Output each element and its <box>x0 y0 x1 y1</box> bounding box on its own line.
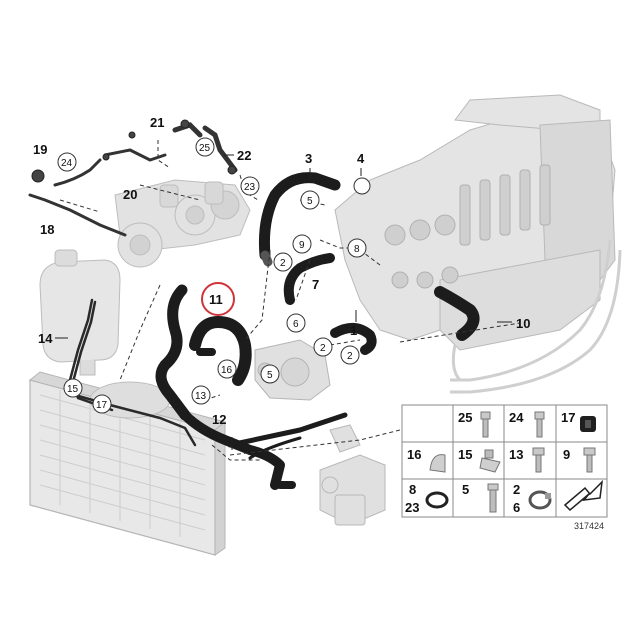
cable-harness <box>450 239 622 394</box>
callout-5a: 5 <box>300 190 320 210</box>
coolant-pipe-lower <box>227 412 348 448</box>
expansion-tank <box>39 249 121 376</box>
callout-25: 25 <box>195 137 215 157</box>
callout-2b: 2 <box>313 337 333 357</box>
callout-11-label: 11 <box>209 292 223 307</box>
hose-1 <box>330 323 377 355</box>
legend-label-13: 13 <box>509 447 523 462</box>
svg-text:23: 23 <box>244 182 256 193</box>
parts-legend: 25 24 17 16 15 13 9 <box>401 404 608 518</box>
hose-11 <box>189 316 252 386</box>
callout-1: 1 <box>350 323 357 338</box>
hose-3 <box>259 172 341 261</box>
callout-4: 4 <box>357 151 365 166</box>
svg-text:2: 2 <box>320 343 326 354</box>
svg-text:16: 16 <box>221 365 233 376</box>
callout-22: 22 <box>237 148 251 163</box>
hose-12 <box>180 410 285 490</box>
hose-7 <box>283 253 335 305</box>
callout-11-highlight: 11 <box>201 282 235 316</box>
callout-9: 9 <box>292 234 312 254</box>
callout-15: 15 <box>63 378 83 398</box>
svg-text:9: 9 <box>299 240 305 251</box>
hose-left-upper <box>155 284 191 421</box>
callout-24: 24 <box>57 152 77 172</box>
legend-label-15: 15 <box>458 447 472 462</box>
legend-label-5: 5 <box>462 482 469 497</box>
engine-block <box>334 94 616 351</box>
callout-21: 21 <box>150 115 164 130</box>
callout-16: 16 <box>217 359 237 379</box>
hex-bolt-icon <box>480 411 491 438</box>
callout-23: 23 <box>240 176 260 196</box>
svg-text:5: 5 <box>267 370 273 381</box>
turbo-coolant-lines <box>28 122 238 237</box>
direction-arrow-icon <box>563 479 604 512</box>
svg-text:17: 17 <box>96 400 108 411</box>
svg-text:24: 24 <box>61 158 73 169</box>
exhaust-manifold-turbo <box>114 179 251 268</box>
water-pump-housing <box>254 339 331 401</box>
svg-text:2: 2 <box>280 258 286 269</box>
callout-2a: 2 <box>273 252 293 272</box>
legend-label-16: 16 <box>407 447 421 462</box>
callout-3: 3 <box>305 151 312 166</box>
hose-clamp-icon <box>528 490 552 510</box>
svg-text:2: 2 <box>347 351 353 362</box>
callout-19: 19 <box>33 142 47 157</box>
auxiliary-pump-bracket <box>319 424 386 526</box>
callout-8: 8 <box>347 238 367 258</box>
callout-12: 12 <box>212 412 226 427</box>
svg-text:25: 25 <box>199 143 211 154</box>
callout-2c: 2 <box>340 345 360 365</box>
callout-6: 6 <box>286 313 306 333</box>
diagram-reference-number: 317424 <box>574 521 604 531</box>
hose-10 <box>434 286 480 341</box>
flange-bolt-icon <box>583 447 596 473</box>
svg-text:15: 15 <box>67 384 79 395</box>
o-ring-icon <box>425 491 449 509</box>
svg-text:13: 13 <box>195 391 207 402</box>
callout-18: 18 <box>40 222 54 237</box>
legend-label-9: 9 <box>563 447 570 462</box>
callouts-circled: 5 9 8 2 6 2 2 5 16 13 15 17 23 24 25 <box>57 137 371 414</box>
callouts-plain: 1 3 4 7 10 12 14 18 19 20 21 22 <box>33 115 530 427</box>
svg-text:8: 8 <box>354 244 360 255</box>
leader-lines <box>59 140 521 461</box>
flange-bolt-icon <box>532 447 545 473</box>
callout-20: 20 <box>123 187 137 202</box>
svg-text:6: 6 <box>293 319 299 330</box>
legend-label-17: 17 <box>561 410 575 425</box>
coolant-hoses <box>155 172 480 490</box>
callout-4-ring <box>353 177 371 195</box>
banjo-fittings <box>31 119 237 183</box>
long-bolt-icon <box>487 483 499 513</box>
legend-label-2: 2 <box>513 482 520 497</box>
legend-label-6: 6 <box>513 500 520 515</box>
rubber-mount-icon <box>580 416 596 432</box>
callout-10: 10 <box>516 316 530 331</box>
radiator <box>28 371 227 556</box>
label-leaders <box>55 154 512 450</box>
legend-label-24: 24 <box>509 410 524 425</box>
legend-label-23: 23 <box>405 500 419 515</box>
svg-text:5: 5 <box>307 196 313 207</box>
hose-clip-icon <box>429 454 446 473</box>
legend-label-25: 25 <box>458 410 472 425</box>
push-clip-icon <box>479 449 501 473</box>
callout-5b: 5 <box>260 364 280 384</box>
legend-label-8: 8 <box>409 482 416 497</box>
callout-14: 14 <box>38 331 53 346</box>
hex-bolt-icon <box>534 411 545 438</box>
callout-7: 7 <box>312 277 319 292</box>
callout-17: 17 <box>92 394 112 414</box>
callout-13: 13 <box>191 385 211 405</box>
